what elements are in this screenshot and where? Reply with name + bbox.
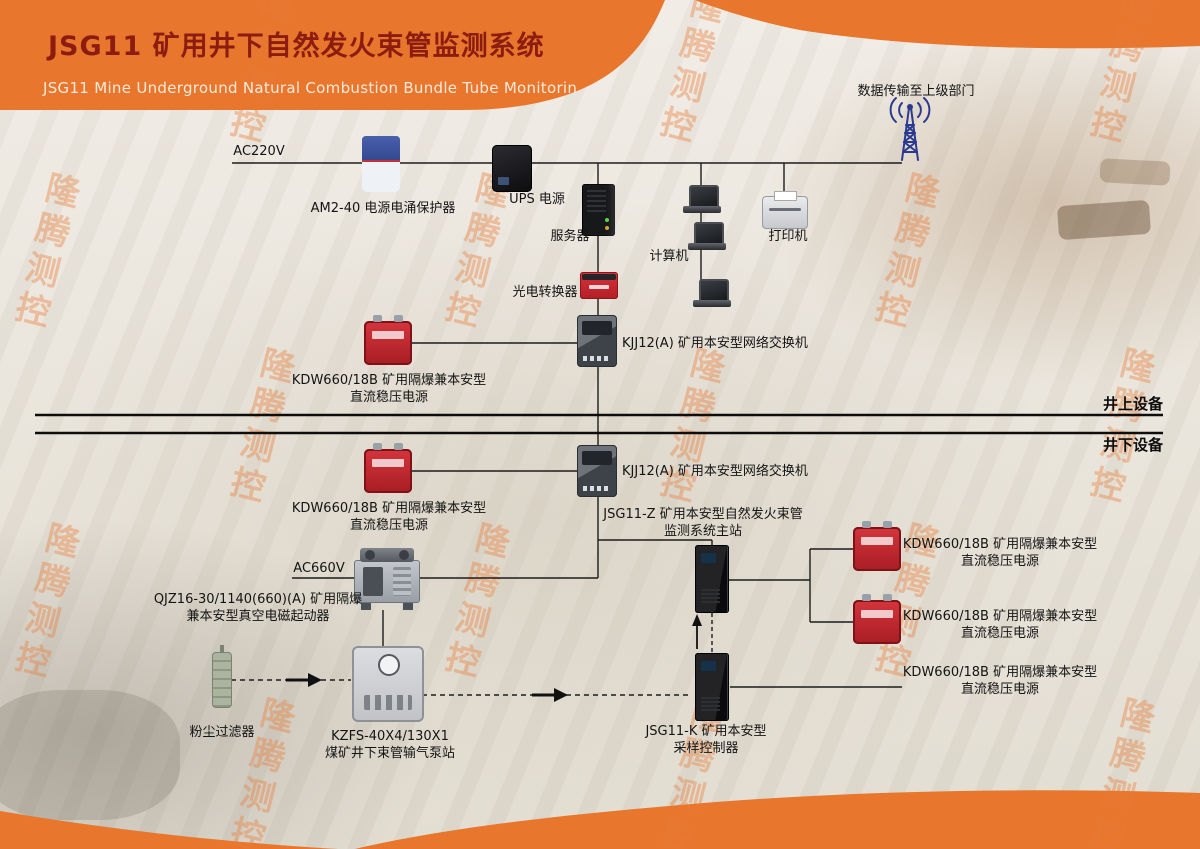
uplink-label: 数据传输至上级部门 [857, 84, 975, 99]
laptop-icon-1 [682, 184, 722, 216]
laptop-base [688, 243, 726, 250]
surge-protector-device [362, 136, 400, 192]
kdw-label-line1: KDW660/18B 矿用隔爆兼本安型 [291, 373, 487, 388]
kdw-label-line1: KDW660/18B 矿用隔爆兼本安型 [291, 501, 487, 516]
page-subtitle: JSG11 Mine Underground Natural Combustio… [43, 79, 578, 97]
jsg11z-main-station-cabinet [695, 545, 729, 613]
ups-label: UPS 电源 [509, 192, 565, 207]
mine-terrace-shape [1099, 158, 1171, 186]
vacuum-starter-feet [361, 603, 371, 610]
page-title: JSG11 矿用井下自然发火束管监测系统 [48, 31, 545, 62]
dc-power-supply-left-above [364, 315, 412, 365]
ac220v-label: AC220V [233, 144, 285, 159]
fiber-converter-label: 光电转换器 [512, 285, 578, 300]
dc-power-supply-right-1 [853, 521, 901, 571]
zone-below-label: 井下设备 [1102, 436, 1163, 454]
vacuum-starter-label: QJZ16-30/1140(660)(A) 矿用隔爆 兼本安型真空电磁起动器 [154, 591, 362, 625]
printer-icon [762, 191, 808, 229]
kdw-label-line2: 直流稳压电源 [349, 518, 428, 533]
laptop-icon-2 [687, 221, 727, 253]
antenna-tower-icon [878, 96, 942, 162]
kdw-label-line2: 直流稳压电源 [960, 554, 1039, 569]
jsg11k-label-line1: JSG11-K 矿用本安型 [645, 724, 767, 739]
kzfs-label-line2: 煤矿井下束管输气泵站 [324, 746, 456, 761]
surge-protector-cap [362, 136, 400, 160]
jsg11k-label: JSG11-K 矿用本安型 采样控制器 [645, 723, 766, 757]
dc-power-supply-left-above-label: KDW660/18B 矿用隔爆兼本安型 直流稳压电源 [292, 372, 486, 406]
vacuum-starter-top [360, 548, 414, 562]
network-switch-below [577, 445, 617, 497]
laptop-base [693, 300, 731, 307]
pump-station-label: KZFS-40X4/130X1 煤矿井下束管输气泵站 [325, 728, 455, 762]
dc-power-supply-right-3-label: KDW660/18B 矿用隔爆兼本安型 直流稳压电源 [903, 664, 1097, 698]
laptop-base [683, 206, 721, 213]
network-switch-above [577, 315, 617, 367]
dc-power-supply-right-1-label: KDW660/18B 矿用隔爆兼本安型 直流稳压电源 [903, 536, 1097, 570]
kdw-label-line2: 直流稳压电源 [960, 626, 1039, 641]
mine-shadow-shape [0, 690, 180, 820]
zone-above-label: 井上设备 [1102, 395, 1163, 413]
pump-station-cabinet [352, 646, 424, 722]
surge-protector-body [362, 159, 400, 192]
kdw-label-line1: KDW660/18B 矿用隔爆兼本安型 [902, 665, 1098, 680]
qjz-label-line2: 兼本安型真空电磁起动器 [186, 609, 330, 624]
dc-power-supply-left-below-label: KDW660/18B 矿用隔爆兼本安型 直流稳压电源 [292, 500, 486, 534]
kdw-label-line2: 直流稳压电源 [349, 390, 428, 405]
jsg11z-label: JSG11-Z 矿用本安型自然发火束管 监测系统主站 [603, 506, 802, 540]
jsg11k-label-line2: 采样控制器 [673, 741, 739, 756]
network-switch-below-label: KJJ12(A) 矿用本安型网络交换机 [622, 464, 808, 479]
kdw-label-line2: 直流稳压电源 [960, 682, 1039, 697]
dust-filter-device [212, 645, 232, 708]
dc-power-supply-left-below [364, 443, 412, 493]
server-label: 服务器 [550, 229, 590, 244]
server-tower [582, 184, 615, 236]
dust-filter-label: 粉尘过滤器 [189, 725, 255, 740]
vacuum-starter-body [354, 560, 420, 603]
vacuum-starter-device [354, 548, 420, 610]
jsg11z-label-line1: JSG11-Z 矿用本安型自然发火束管 [603, 507, 803, 522]
jsg11z-label-line2: 监测系统主站 [663, 524, 742, 539]
jsg11k-sampling-controller-cabinet [695, 653, 729, 721]
network-switch-above-label: KJJ12(A) 矿用本安型网络交换机 [622, 336, 808, 351]
qjz-label-line1: QJZ16-30/1140(660)(A) 矿用隔爆 [153, 592, 363, 607]
ac660v-label: AC660V [293, 561, 345, 576]
surge-protector-label: AM2-40 电源电涌保护器 [310, 201, 456, 216]
kdw-label-line1: KDW660/18B 矿用隔爆兼本安型 [902, 537, 1098, 552]
laptop-icon-3 [692, 278, 732, 310]
dc-power-supply-right-2 [853, 594, 901, 644]
kdw-label-line1: KDW660/18B 矿用隔爆兼本安型 [902, 609, 1098, 624]
dc-power-supply-right-2-label: KDW660/18B 矿用隔爆兼本安型 直流稳压电源 [903, 608, 1097, 642]
fiber-converter-device [580, 272, 618, 299]
printer-label: 打印机 [768, 229, 808, 244]
ups-device [492, 145, 532, 192]
mine-truck-shape [1056, 199, 1152, 241]
computer-label: 计算机 [649, 249, 689, 264]
kzfs-label-line1: KZFS-40X4/130X1 [331, 729, 449, 744]
